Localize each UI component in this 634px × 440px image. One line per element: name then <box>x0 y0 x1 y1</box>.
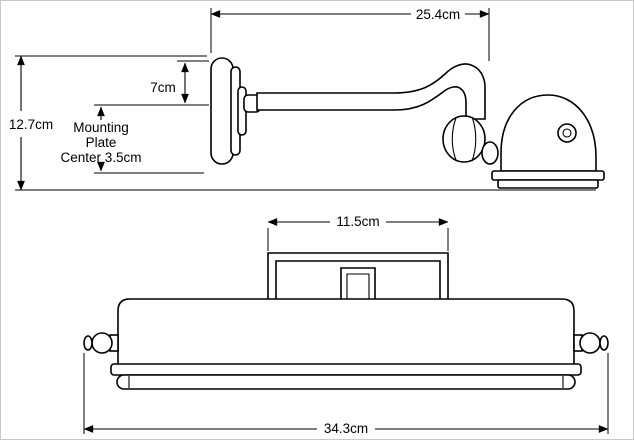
thumbscrew-inner <box>562 128 572 138</box>
side-view-fixture <box>210 57 605 189</box>
bracket-outer <box>267 252 449 299</box>
side-view-dimensions: 25.4cm 12.7cm 7cm Mounting Plate Center … <box>9 7 596 191</box>
backplate-width-dimension-label: 11.5cm <box>336 214 379 229</box>
finial-left-ball <box>91 332 113 354</box>
total-width-dimension-label: 34.3cm <box>324 421 368 436</box>
mounting-plate-label-line1: Mounting <box>73 120 129 135</box>
swivel-knuckle <box>481 141 499 165</box>
bar-rim-band <box>110 363 582 376</box>
bracket-stem-inner <box>346 273 370 299</box>
front-view-fixture <box>83 252 609 390</box>
lamp-shade-dome <box>500 94 597 172</box>
bar-bottom-lip <box>116 374 576 390</box>
top-width-dimension-label: 25.4cm <box>416 7 460 22</box>
backplate-outer-ring <box>210 57 234 165</box>
finial-left-tip <box>83 335 93 351</box>
finial-right-tip <box>599 335 609 351</box>
bar-body <box>117 298 575 364</box>
shade-rim-upper <box>491 170 605 181</box>
shade-rim-lower <box>497 179 599 189</box>
front-view-dimensions: 11.5cm 34.3cm <box>83 214 609 436</box>
mounting-plate-label-line3: Center 3.5cm <box>60 150 141 165</box>
swivel-joint <box>442 115 486 163</box>
bracket-inner <box>275 260 441 299</box>
fixture-arm <box>256 63 486 120</box>
swivel-detail-line <box>451 117 457 161</box>
thumbscrew-outer <box>557 123 577 143</box>
mounting-plate-label-line2: Plate <box>86 135 117 150</box>
drop-dimension-label: 7cm <box>150 80 176 95</box>
swivel-detail-line <box>471 116 477 162</box>
finial-right-ball <box>579 332 601 354</box>
left-height-dimension-label: 12.7cm <box>9 117 53 132</box>
bracket-stem-outer <box>340 267 376 299</box>
